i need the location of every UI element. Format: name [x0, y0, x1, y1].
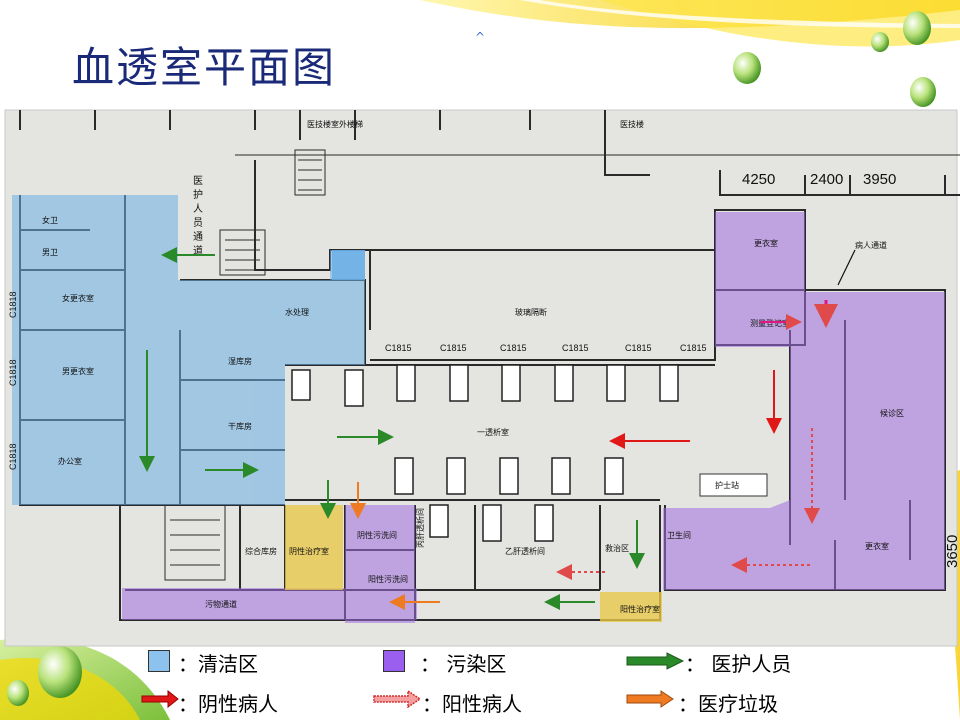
- vertical-label-char: 人: [193, 204, 203, 215]
- bed: [482, 504, 502, 542]
- droplet-icon: [903, 11, 931, 45]
- nurse-station-box: [699, 473, 768, 497]
- room-men-wc: 男卫: [42, 248, 58, 257]
- dim-top-3: 3950: [863, 171, 897, 188]
- legend-contaminated-label: ： 污染区: [420, 652, 507, 676]
- window-dim: C1815: [500, 343, 527, 353]
- vertical-label-char: 员: [193, 218, 203, 229]
- bed: [344, 369, 364, 407]
- label-patient-passage: 病人通道: [855, 241, 887, 250]
- window-dim: C1815: [625, 343, 652, 353]
- bed: [446, 457, 466, 495]
- window-dim: C1815: [562, 343, 589, 353]
- room-waiting-area: 候诊区: [880, 409, 904, 418]
- bed: [606, 364, 626, 402]
- bed: [501, 364, 521, 402]
- room-men-locker: 男更衣室: [62, 367, 94, 376]
- room-locker-right: 更衣室: [865, 542, 889, 551]
- bed: [449, 364, 469, 402]
- positive-treatment-room: [600, 592, 662, 622]
- room-hep-b: 乙肝透析间: [505, 547, 545, 556]
- vertical-label-char: 通: [193, 232, 203, 243]
- room-locker-top: 更衣室: [754, 239, 778, 248]
- window-dim: C1815: [680, 343, 707, 353]
- window-dim: C1815: [440, 343, 467, 353]
- room-office: 办公室: [58, 457, 82, 466]
- negative-treatment-room: [285, 505, 343, 590]
- bed: [659, 364, 679, 402]
- legend-waste-label: ：医疗垃圾: [678, 692, 778, 716]
- room-water-treatment: 水处理: [285, 308, 309, 317]
- room-dialysis-a: 一透析室: [477, 428, 509, 437]
- contaminated-zone: [122, 588, 417, 620]
- bed: [291, 369, 311, 401]
- bed: [499, 457, 519, 495]
- droplet-icon: [871, 32, 889, 52]
- room-rescue: 救治区: [605, 544, 629, 553]
- vertical-label-char: 医: [193, 176, 203, 187]
- stair-cap-zone: [332, 250, 365, 280]
- bed: [394, 457, 414, 495]
- vertical-label-char: 护: [193, 190, 203, 201]
- room-glass-partition: 玻璃隔断: [515, 308, 547, 317]
- legend-staff-label: ： 医护人员: [685, 652, 792, 676]
- contaminated-zone: [663, 292, 945, 590]
- dim-top-1: 4250: [742, 171, 776, 188]
- page-title: 血透室平面图: [72, 43, 337, 92]
- droplet-icon: [910, 77, 936, 107]
- legend-clean-label: ：清洁区: [178, 652, 258, 676]
- legend-positive-label: ：阳性病人: [422, 692, 522, 716]
- droplet-icon: [38, 646, 82, 698]
- room-wet-store: 湿库房: [228, 357, 252, 366]
- legend-clean-swatch: [148, 650, 170, 672]
- vertical-label-char: 道: [193, 246, 203, 257]
- legend-negative-label: ：阴性病人: [178, 692, 278, 716]
- bed: [396, 364, 416, 402]
- room-weigh-register: 测量登记室: [750, 319, 790, 328]
- legend-staff-arrow-icon: [626, 652, 685, 670]
- nurse-station-label: 护士站: [715, 481, 739, 490]
- room-dry-store: 干库房: [228, 422, 252, 431]
- room-positive-treatment-2: 阳性治疗室: [620, 605, 660, 614]
- legend-positive-arrow-icon: [373, 690, 422, 708]
- droplet-icon: [733, 52, 761, 84]
- bed: [554, 364, 574, 402]
- room-positive-treatment: 阴性治疗室: [289, 547, 329, 556]
- bed: [534, 504, 554, 542]
- room-general-store: 综合库房: [245, 547, 277, 556]
- legend-negative-arrow-icon: [141, 690, 179, 708]
- legend-contaminated-swatch: [383, 650, 405, 672]
- room-women-locker: 女更衣室: [62, 294, 94, 303]
- label-building: 医技楼: [620, 120, 644, 129]
- room-wc-right: 卫生间: [667, 531, 691, 540]
- window-dim: C1815: [385, 343, 412, 353]
- caret-icon: ^: [475, 30, 486, 44]
- bed: [429, 504, 449, 538]
- dim-top-2: 2400: [810, 171, 844, 188]
- legend-waste-arrow-icon: [626, 690, 674, 708]
- label-dirt-passage: 污物通道: [205, 600, 237, 609]
- bed: [604, 457, 624, 495]
- room-positive-wash: 阳性污洗间: [368, 575, 408, 584]
- dialysis-beds: [291, 364, 679, 542]
- clean-zone: [12, 195, 365, 505]
- room-negative-wash: 阴性污洗间: [357, 531, 397, 540]
- label-stair-outer: 医技楼室外楼梯: [307, 120, 363, 129]
- passage-pointer: [837, 249, 856, 286]
- droplet-icon: [7, 680, 29, 706]
- room-women-wc: 女卫: [42, 216, 58, 225]
- bed: [551, 457, 571, 495]
